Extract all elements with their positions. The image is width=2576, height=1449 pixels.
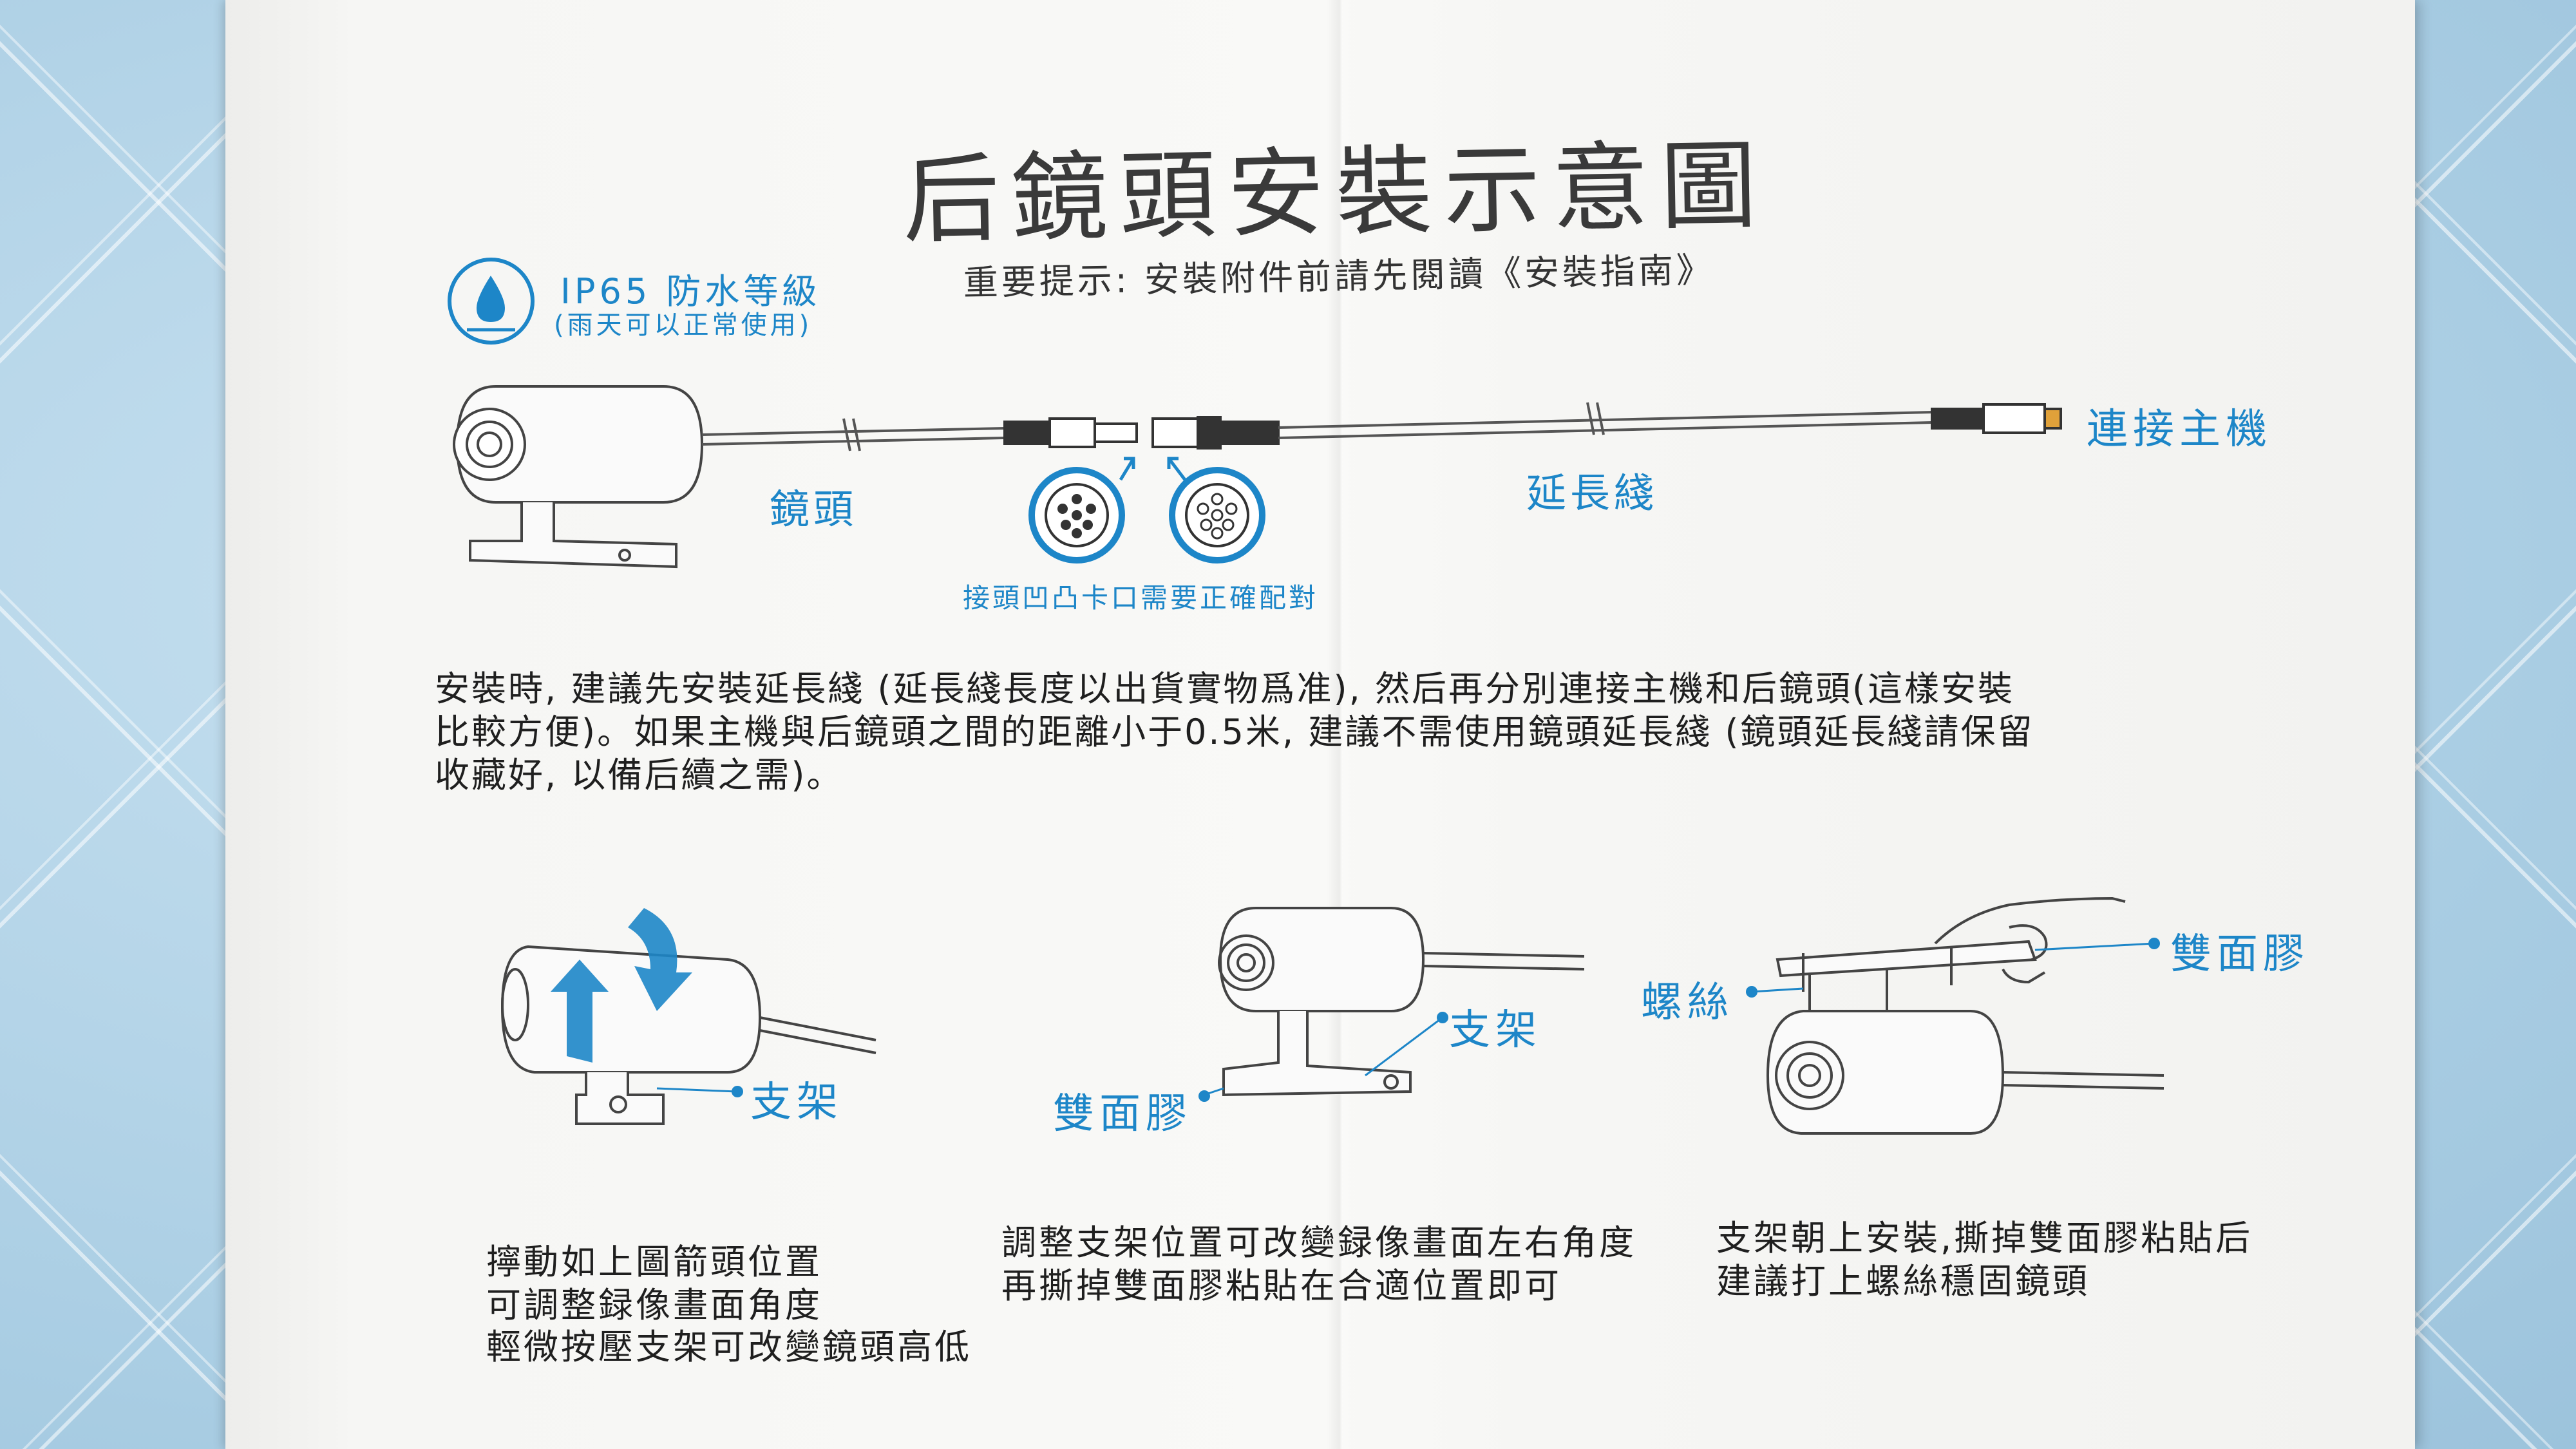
instruction-sheet bbox=[225, 0, 2415, 1449]
male-connector-icon bbox=[1003, 417, 1138, 448]
step3-tape-label: 雙面膠 bbox=[2170, 931, 2309, 978]
instruction-line: 收藏好, 以備后續之需)。 bbox=[435, 755, 844, 795]
step1-caption-line: 輕微按壓支架可改變鏡頭高低 bbox=[486, 1327, 972, 1367]
extension-cable bbox=[1278, 402, 1933, 439]
step1-caption-line: 可調整録像畫面角度 bbox=[486, 1285, 822, 1325]
female-connector-icon bbox=[1151, 416, 1280, 450]
step3-screw-label: 螺絲 bbox=[1641, 979, 1734, 1027]
step1-bracket-pointer bbox=[656, 1086, 743, 1097]
ip-rating-note: (雨天可以正常使用) bbox=[554, 310, 813, 340]
lens-label: 鏡頭 bbox=[770, 486, 858, 533]
step2-caption-line: 再撕掉雙面膠粘貼在合適位置即可 bbox=[1001, 1265, 1562, 1306]
host-plug-icon bbox=[1931, 403, 2062, 434]
step2-tape-label: 雙面膠 bbox=[1053, 1090, 1192, 1138]
step2-pointers bbox=[1198, 1012, 1448, 1102]
step3-caption-line: 建議打上螺絲穩固鏡頭 bbox=[1716, 1261, 2090, 1302]
ip-rating-title: IP65 防水等級 bbox=[560, 271, 821, 312]
step2-camera-illustration bbox=[1218, 907, 1585, 1097]
step3-caption-line: 支架朝上安裝,撕掉雙面膠粘貼后 bbox=[1716, 1218, 2253, 1258]
hand-peeling-icon bbox=[1934, 896, 2126, 984]
step3-pointers bbox=[1746, 938, 2160, 998]
extension-label: 延長綫 bbox=[1526, 469, 1658, 516]
instruction-line: 比較方便)。如果主機與后鏡頭之間的距離小于0.5米, 建議不需使用鏡頭延長綫 (… bbox=[435, 712, 2034, 752]
step1-bracket-label: 支架 bbox=[750, 1079, 843, 1126]
connector-note: 接頭凹凸卡口需要正確配對 bbox=[963, 582, 1319, 614]
step2-caption-line: 調整支架位置可改變録像畫面左右角度 bbox=[1001, 1222, 1636, 1263]
connector-pin-diagram bbox=[1028, 457, 1265, 564]
step1-caption-line: 擰動如上圖箭頭位置 bbox=[486, 1242, 822, 1282]
camera-icon bbox=[453, 385, 704, 569]
ip65-badge bbox=[448, 258, 535, 345]
lens-cable bbox=[701, 418, 1005, 451]
step3-camera-illustration bbox=[1766, 940, 2164, 1135]
page-title: 后鏡頭安裝示意圖 bbox=[902, 129, 1770, 257]
host-label: 連接主機 bbox=[2087, 406, 2272, 453]
rotate-arrows-icon bbox=[551, 908, 692, 1063]
paper-fold bbox=[1327, 0, 1352, 1449]
instruction-line: 安裝時, 建議先安裝延長綫 (延長綫長度以出貨實物爲准), 然后再分別連接主機和… bbox=[435, 668, 2015, 709]
step2-bracket-label: 支架 bbox=[1449, 1007, 1542, 1054]
